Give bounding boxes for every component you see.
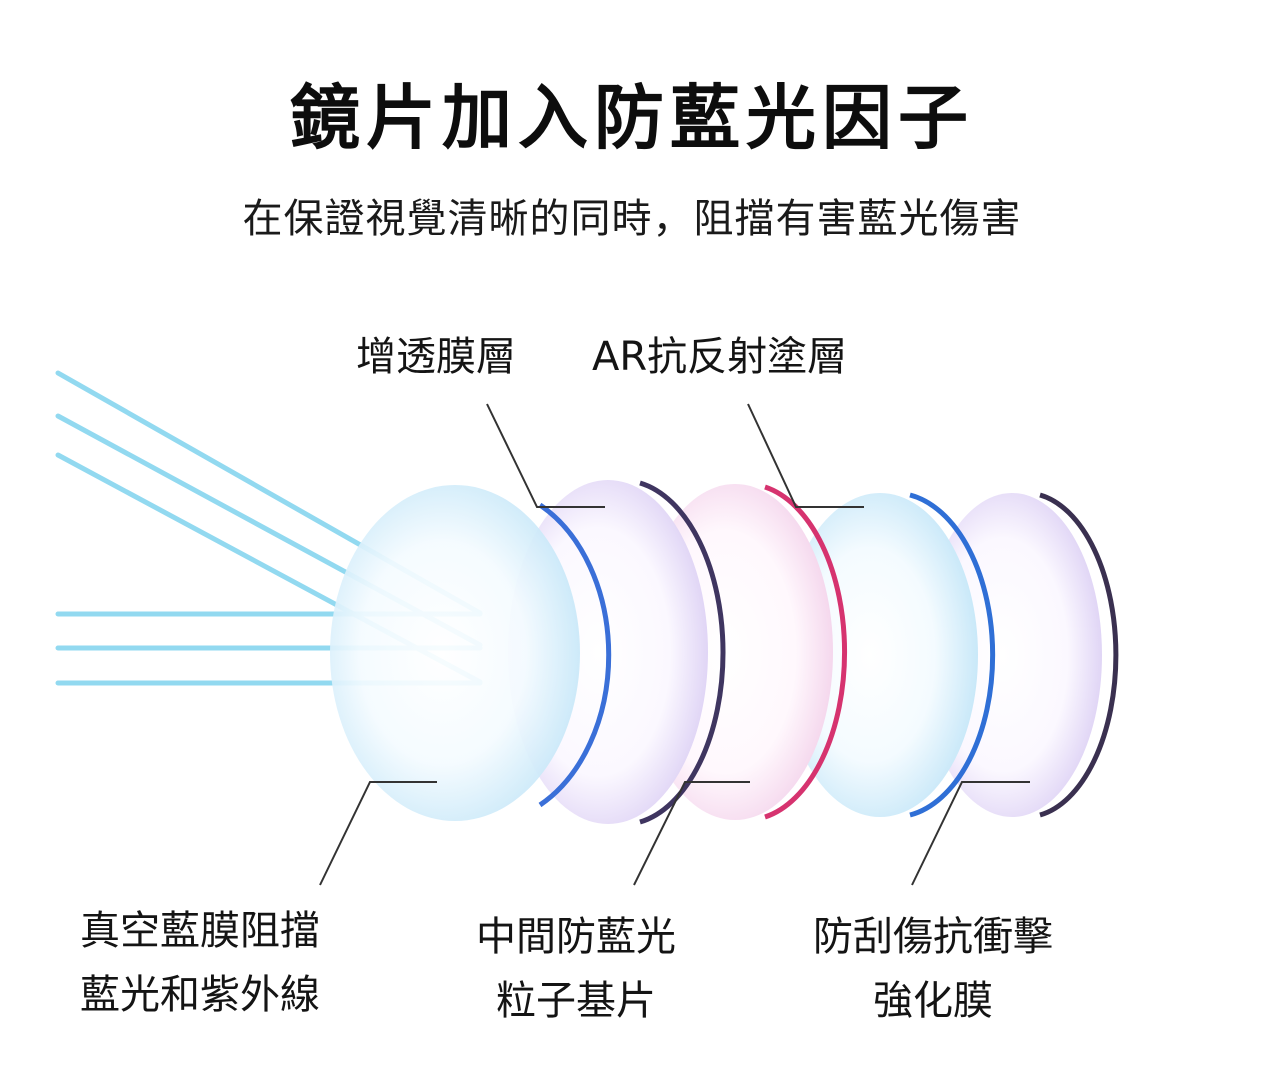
leader-bottom-3: [911, 781, 1030, 886]
label-hardening-film-2: 強化膜: [873, 978, 993, 1024]
label-vacuum-blue-film-2: 藍光和紫外線: [80, 972, 320, 1018]
leader-bottom-1: [319, 781, 437, 886]
page-title: 鏡片加入防藍光因子: [290, 77, 974, 159]
leader-bottom-2: [633, 781, 750, 886]
lens-hardening-film: [922, 492, 1119, 818]
label-substrate-1: 中間防藍光: [476, 914, 676, 960]
leader-top-left: [486, 403, 605, 508]
lens-vacuum-blue-film: [330, 485, 612, 821]
label-antireflection-layer: 增透膜層: [356, 334, 516, 380]
leader-lines: [319, 403, 1030, 886]
page-subtitle: 在保證視覺清晰的同時，阻擋有害藍光傷害: [242, 196, 1022, 242]
label-hardening-film-1: 防刮傷抗衝擊: [813, 914, 1053, 960]
leader-top-right: [747, 403, 864, 508]
label-substrate-2: 粒子基片: [496, 978, 656, 1024]
label-vacuum-blue-film-1: 真空藍膜阻擋: [80, 908, 320, 954]
label-ar-coating: AR抗反射塗層: [592, 334, 848, 380]
